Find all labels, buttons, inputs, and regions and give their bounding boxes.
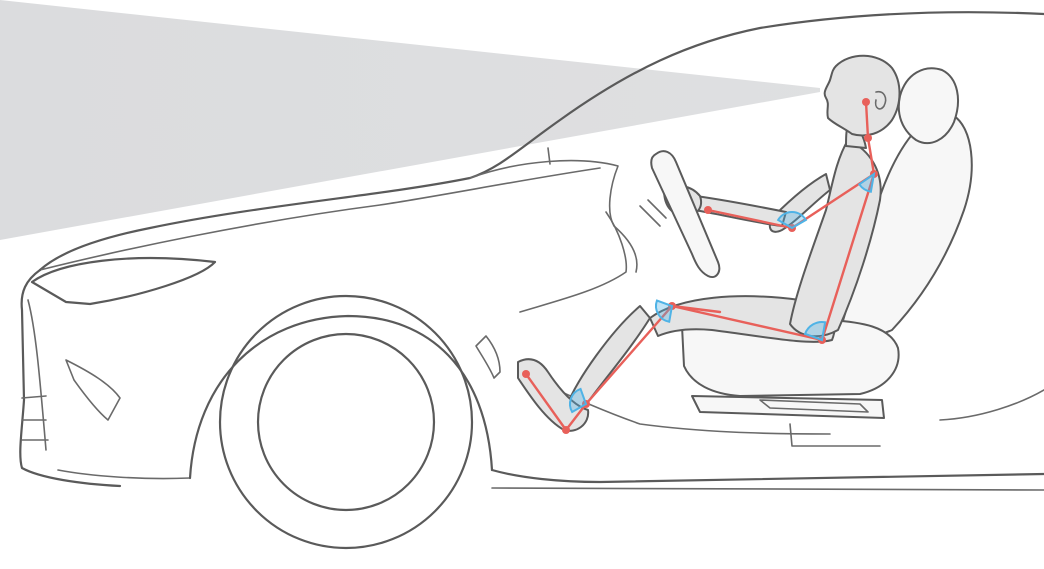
- rocker-panel: [490, 468, 1044, 484]
- angle-marker-knee: [655, 299, 674, 323]
- seat-rail: [759, 399, 869, 413]
- driver-ear: [874, 90, 887, 110]
- posture-segment-neck-shoulder: [866, 136, 876, 176]
- driver-forearm: [686, 195, 787, 227]
- joint-angle-markers: [569, 171, 876, 414]
- front-grille: [21, 299, 49, 451]
- fog-light: [65, 359, 121, 421]
- posture-segment-ankle-heel: [564, 402, 588, 432]
- angle-marker-hip: [803, 321, 827, 342]
- posture-segment-shoulder-hip: [820, 172, 876, 342]
- angle-marker-shoulder: [857, 171, 876, 193]
- joint-toe: [522, 370, 530, 378]
- car-body: [19, 11, 1044, 550]
- joint-heel: [562, 426, 570, 434]
- front-lower-lip: [57, 469, 191, 480]
- posture-segment-thigh-inner: [670, 304, 722, 314]
- angle-marker-ankle: [569, 387, 588, 414]
- posture-segment-hip-knee: [670, 304, 824, 342]
- pedal: [475, 335, 501, 379]
- mirror-stalk: [547, 147, 551, 165]
- front-tire: [218, 294, 474, 550]
- driver-torso: [789, 139, 882, 338]
- rocker-panel-lower: [491, 487, 1044, 491]
- roof-line: [38, 11, 1044, 272]
- floor-step: [789, 423, 881, 447]
- front-rim: [256, 332, 436, 512]
- steering-column: [639, 199, 667, 227]
- posture-skeleton: [522, 98, 878, 434]
- joint-wrist: [704, 206, 712, 214]
- driver-thigh: [649, 295, 836, 343]
- hood-top-line: [39, 167, 601, 271]
- angle-marker-elbow: [776, 211, 808, 230]
- dash-lower: [519, 211, 628, 313]
- driver-foot: [517, 358, 590, 432]
- dashboard: [469, 159, 638, 273]
- driver-head: [823, 54, 901, 137]
- seat-headrest: [897, 67, 959, 145]
- front-wheel-arch: [188, 314, 494, 480]
- joint-neck: [864, 134, 872, 142]
- steering-wheel-rim: [650, 150, 721, 278]
- posture-segment-elbow-wrist: [706, 208, 794, 230]
- posture-segment-heel-toe: [524, 372, 568, 432]
- steering-wheel-icon: [639, 150, 721, 278]
- seat-base: [691, 395, 885, 419]
- joint-eye: [862, 98, 870, 106]
- hood-edge: [30, 256, 217, 306]
- front-bumper: [19, 268, 122, 488]
- line-of-sight-cone: [0, 0, 820, 240]
- rear-interior-line: [939, 389, 1044, 421]
- posture-segment-eye-neck: [864, 100, 870, 140]
- posture-segment-knee-ankle: [584, 304, 674, 406]
- driver-seat: [681, 67, 973, 419]
